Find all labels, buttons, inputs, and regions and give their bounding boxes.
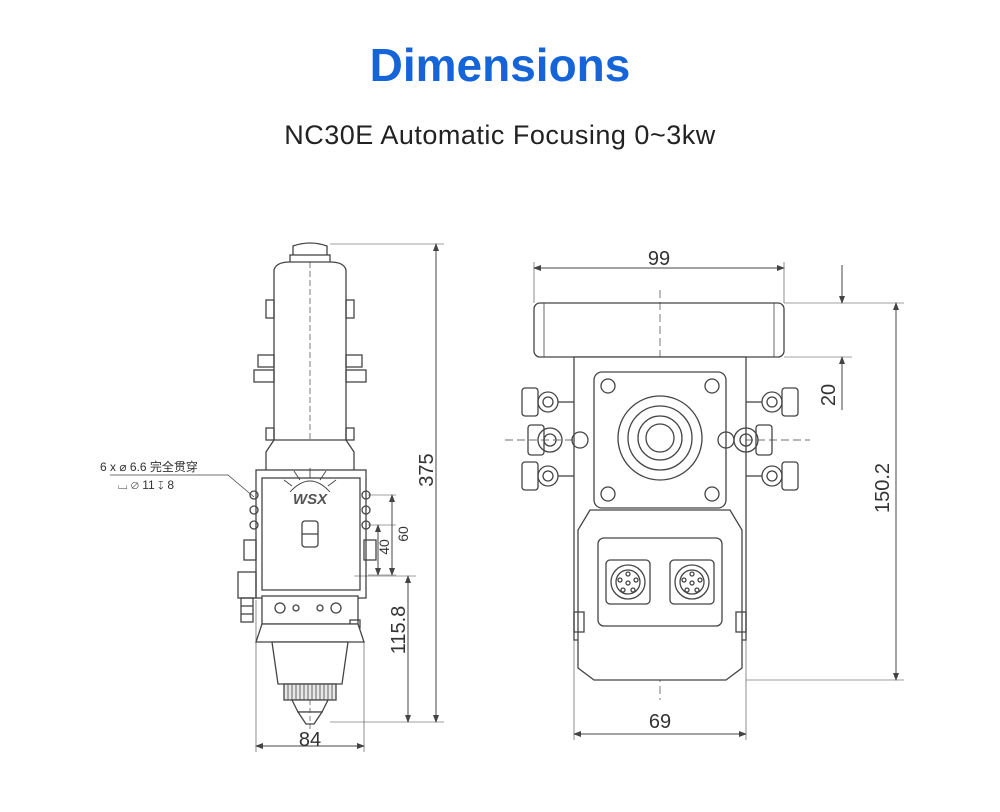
- dim-84: 84: [299, 729, 321, 751]
- page-title: Dimensions: [369, 39, 631, 91]
- right-view: [505, 290, 810, 700]
- dim-99: 99: [648, 248, 670, 270]
- connector-right: [669, 559, 715, 605]
- left-dimension-lines: [110, 243, 444, 752]
- dim-150-2: 150.2: [872, 463, 894, 513]
- dim-20: 20: [818, 384, 840, 406]
- dim-60: 60: [395, 526, 411, 542]
- hole-note-line1: 6 x ⌀ 6.6 完全贯穿: [100, 459, 198, 474]
- left-fittings: [521, 387, 589, 491]
- right-dimension-lines: [533, 262, 904, 740]
- dim-69: 69: [649, 711, 671, 733]
- right-fittings: [717, 387, 799, 491]
- logo-text: WSX: [293, 491, 328, 508]
- dim-115-8: 115.8: [388, 606, 410, 655]
- page-subtitle: NC30E Automatic Focusing 0~3kw: [284, 120, 716, 150]
- hole-note-line2: ⌴ ⌀ 11 ↧ 8: [118, 478, 174, 492]
- dim-375: 375: [416, 453, 438, 486]
- connector-left: [605, 559, 651, 605]
- dim-40: 40: [376, 539, 392, 555]
- left-view: WSX: [237, 242, 377, 730]
